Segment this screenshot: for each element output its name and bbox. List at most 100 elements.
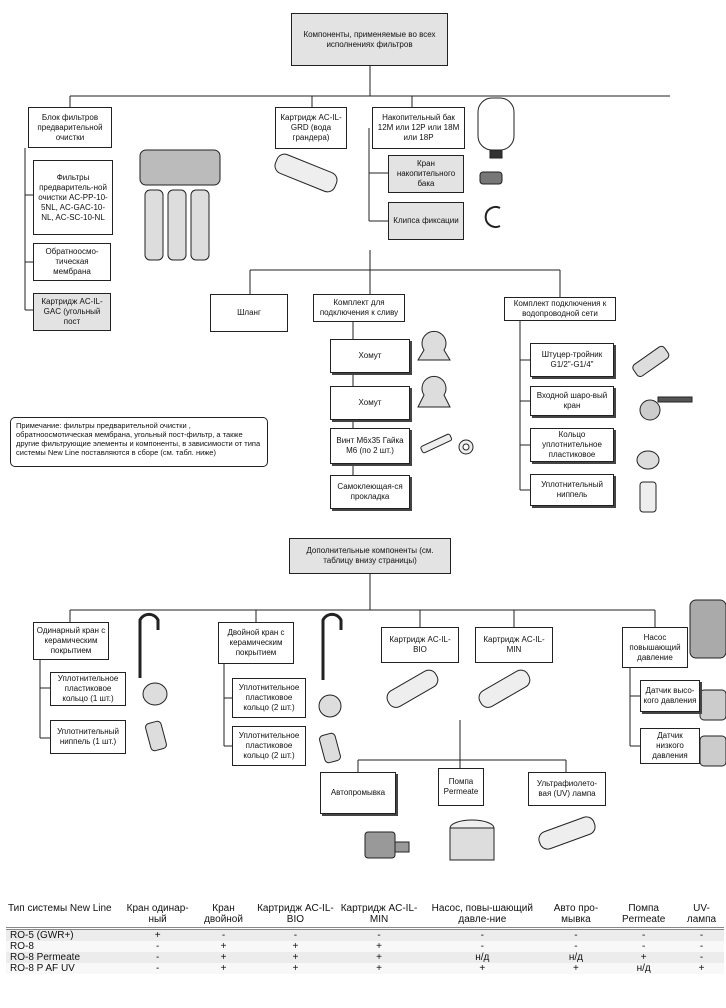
table-cell: + [292,963,299,974]
table-header-row: Тип системы New Line Кран одинар-ный Кра… [6,903,724,929]
drain-gasket: Самоклеющая-ся прокладка [330,475,410,509]
carbon-cartridge-label: Картридж AC-IL-GAC (угольный пост [33,293,111,331]
booster-pump-label: Насос повышающий давление [622,627,688,668]
table-cell: + [640,952,647,963]
hose-label: Шланг [210,294,288,332]
storage-tank-illustration [477,97,515,159]
nipple-label: Уплотнительный ниппель [530,474,614,506]
table-cell: + [220,963,227,974]
additional-ring-illustration [142,682,342,764]
permeate-pump-illustration [449,819,495,861]
single-ring-label: Уплотнительное пластиковое кольцо (1 шт.… [50,672,126,706]
tank-valve-label: Кран накопительного бака [388,155,464,193]
bio-cartridge-label: Картридж AC-IL-BIO [381,627,459,663]
clamp-illustration [417,330,451,408]
tee-fitting-label: Штуцер-тройник G1/2"-G1/4" [530,343,614,377]
single-faucet-label: Одинарный кран с керамическим покрытием [33,622,109,660]
tee-fitting-illustration [632,345,670,377]
col-system-type: Тип системы New Line [8,903,112,914]
grd-cartridge-illustration [274,153,338,193]
table-row: RO-8 P AF UV - + + + + + н/д + [6,963,724,974]
table-cell: + [376,941,382,952]
uv-lamp-label: Ультрафиолето-вая (UV) лампа [528,772,606,806]
col-permeate: Помпа Permeate [621,903,666,925]
low-pressure-sensor-label: Датчик низкого давления [640,728,700,764]
double-faucet-label: Двойной кран с керамическим покрытием [218,622,294,664]
table-cell: - [641,930,646,941]
table-cell: RO-8 Permeate [10,952,81,963]
table-cell: - [480,930,484,941]
table-cell: + [376,952,382,963]
drain-clamp-2: Хомут [330,386,410,420]
clip-illustration [484,206,501,228]
clip-label: Клипса фиксации [388,202,464,240]
double-ring-label: Уплотнительное пластиковое кольцо (2 шт.… [232,678,306,718]
connector-lines [24,66,726,861]
table-cell: - [641,941,646,952]
permeate-pump-label: Помпа Permeate [438,768,484,806]
grd-cartridge-label: Картридж AC-IL-GRD (вода грандера) [275,107,347,149]
table-cell: + [154,930,161,941]
prefilter-unit-illustration [139,149,221,261]
uv-lamp-illustration [538,816,596,850]
screw-nut-illustration [420,433,474,455]
table-cell: н/д [636,963,651,974]
min-cartridge-label: Картридж AC-IL-MIN [475,627,553,663]
table-cell: - [574,930,578,941]
membrane-label: Обратноосмо-тическая мембрана [33,243,111,281]
table-cell: + [698,963,705,974]
tank-valve-illustration [479,171,503,185]
col-pump: Насос, повы-шающий давле-ние [431,903,533,925]
table-cell: + [573,963,579,974]
col-bio: Картридж AC-IL-BIO [257,903,334,925]
table-cell: - [574,941,578,952]
col-min: Картридж AC-IL-MIN [340,903,418,925]
sealing-ring-illustration [636,450,660,470]
double-ring2-label: Уплотнительное пластиковое кольцо (2 шт.… [232,726,306,766]
table-cell: RO-8 [10,941,34,952]
system-composition-table: Тип системы New Line Кран одинар-ный Кра… [6,903,724,974]
table-cell: - [480,941,484,952]
drain-kit-title: Комплект для подключения к сливу [313,294,405,322]
prefilter-filters-label: Фильтры предваритель-ной очистки AC-PP-1… [33,160,113,235]
sealing-ring-label: Кольцо уплотнительное пластиковое [530,428,614,462]
table-cell: - [293,930,298,941]
pump-illustration [689,599,726,767]
drain-clamp-1: Хомут [330,339,410,373]
table-cell: RO-5 (GWR+) [10,930,74,941]
drain-screw-nut: Винт М6х35 Гайка М6 (по 2 шт.) [330,428,410,464]
faucet-illustration [138,612,343,680]
table-cell: + [479,963,486,974]
high-pressure-sensor-label: Датчик высо-кого давления [640,680,700,712]
col-double-faucet: Кран двойной [204,903,243,925]
table-cell: - [155,941,160,952]
ball-valve-label: Входной шаро-вый кран [530,386,614,416]
table-cell: + [220,941,227,952]
table-cell: - [155,952,160,963]
additional-components-header: Дополнительные компоненты (см. таблицу в… [289,538,451,574]
col-single-faucet: Кран одинар-ный [126,903,189,925]
nipple-illustration [639,481,657,513]
bio-min-cartridge-illustration [386,669,531,708]
col-autoflush: Авто про-мывка [553,903,599,925]
single-nipple-label: Уплотнительный ниппель (1 шт.) [50,720,126,754]
solenoid-illustration [364,831,410,859]
ball-valve-illustration [639,396,693,421]
storage-tank-label: Накопительный бак 12М или 12Р или 18М ил… [372,107,465,149]
water-kit-title: Комплект подключения к водопроводной сет… [504,297,616,321]
table-cell: - [699,941,704,952]
table-cell: - [699,930,704,941]
common-components-header: Компоненты, применяемые во всех исполнен… [291,13,448,66]
table-row: RO-8 Permeate - + + + н/д н/д + - [6,952,724,963]
table-row: RO-8 - + + + - - - - [6,941,724,952]
table-cell: - [699,952,704,963]
table-cell: н/д [475,952,490,963]
table-cell: - [221,930,226,941]
table-cell: - [377,930,381,941]
table-cell: + [292,941,299,952]
table-cell: н/д [568,952,584,963]
table-cell: RO-8 P AF UV [10,963,75,974]
table-cell: + [292,952,299,963]
table-cell: + [220,952,227,963]
autoflush-label: Автопромывка [320,772,396,814]
